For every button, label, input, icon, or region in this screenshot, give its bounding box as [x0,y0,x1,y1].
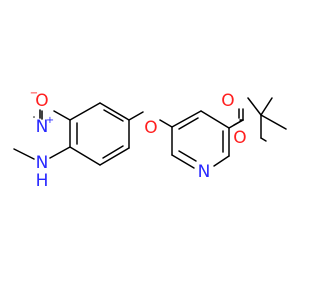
bond-benzene-5 [99,147,130,166]
chemical-structure-diagram: N H N + O − O N O O [13,88,287,191]
bond-pyridine-inner-1 [178,150,197,162]
nitro-oxygen-charge-label: − [30,88,38,99]
bond-ether-pyridine [159,119,173,128]
bond-tbutyl-right [260,114,287,130]
pyridine-nitrogen-label: N [198,162,211,182]
bond-pyridine-5 [200,110,230,129]
bond-benzene-inner-3 [102,145,124,159]
bond-tbutyl-top [260,97,273,116]
bond-ester-tbutyl [260,137,267,142]
bond-tbutyl-left [247,97,262,116]
bond-benzene-6 [69,146,101,166]
nitro-charge-label: + [46,115,54,126]
nitro-nitrogen-label: N [36,117,49,137]
bonds [13,97,287,169]
bond-benzene-2 [69,102,101,121]
ester-oxygen-label: O [233,128,246,148]
bond-amine-ring [49,146,71,159]
bond-methyl-amine [13,148,35,160]
structure-canvas: N H N + O − O N O O [13,88,287,191]
bond-pyridine-2 [171,154,195,169]
bond-ring-ether [128,111,144,121]
carbonyl-oxygen-label: O [221,91,234,111]
bond-benzene-3 [99,102,130,121]
bond-pyridine-6 [171,110,202,128]
amine-hydrogen-label: H [36,171,49,191]
bond-benzene-inner-2 [103,109,124,122]
ether-oxygen-label: O [144,118,157,138]
atom-labels: N H N + O − O N O O [30,88,247,191]
amine-nitrogen-label: N [36,153,49,173]
nitro-oxygen-double-label: O [35,91,48,111]
bond-ring-nitro [53,110,71,121]
bond-pyridine-inner-3 [178,117,199,130]
bond-carbonyl-ester-o [233,119,244,126]
bond-pyridine-3 [213,155,230,167]
